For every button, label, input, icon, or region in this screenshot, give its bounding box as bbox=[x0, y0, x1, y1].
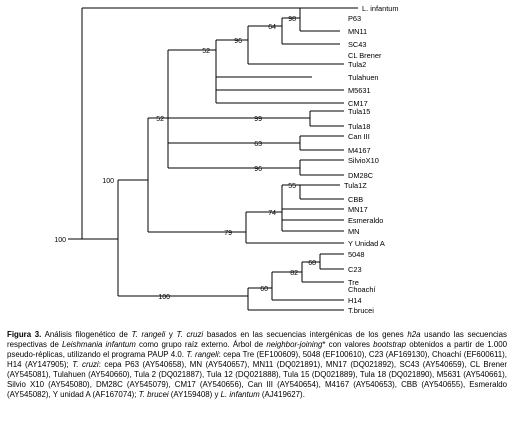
phylogenetic-tree: L. infantum P63 MN11 SC43 CL Brener Tula… bbox=[54, 4, 399, 315]
caption-text: : cepa Tre (EF100609), 5048 (EF100610), … bbox=[7, 350, 507, 369]
taxon-label: Tre bbox=[348, 278, 359, 287]
caption-text: usando las secuencias respectivas de bbox=[7, 330, 507, 349]
taxon-label: MN bbox=[348, 227, 360, 236]
bootstrap-value: 99 bbox=[254, 116, 262, 123]
caption-italic: h2a bbox=[407, 330, 421, 339]
caption-italic: T. rangeli bbox=[186, 350, 219, 359]
bootstrap-value: 60 bbox=[260, 286, 268, 293]
taxon-label: Choachí bbox=[348, 285, 376, 294]
taxon-label: CBB bbox=[348, 195, 363, 204]
bootstrap-value: 96 bbox=[254, 166, 262, 173]
taxon-label: MN11 bbox=[348, 27, 367, 36]
taxon-label: DM28C bbox=[348, 171, 374, 180]
taxon-label: CL Brener bbox=[348, 51, 382, 60]
caption-text: basados en las secuencias intergénicas d… bbox=[203, 330, 408, 339]
caption-text: como grupo raíz externo. Árbol de bbox=[135, 340, 267, 349]
taxon-label: SilvioX10 bbox=[348, 156, 379, 165]
taxon-label: Tulahuen bbox=[348, 73, 379, 82]
bootstrap-value: 52 bbox=[202, 48, 210, 55]
caption-text: * con valores bbox=[322, 340, 374, 349]
taxon-label: MN17 bbox=[348, 205, 368, 214]
bootstrap-value: 98 bbox=[288, 16, 296, 23]
caption-italic: T. rangeli bbox=[131, 330, 166, 339]
caption-text: (AJ419627). bbox=[259, 390, 305, 399]
taxon-label: T.brucei bbox=[348, 306, 374, 315]
caption-italic: Leishmania infantum bbox=[62, 340, 136, 349]
caption-text: : cepa P63 (AY540658), MN (AY540657), MN… bbox=[7, 360, 508, 399]
taxon-label: L. infantum bbox=[362, 4, 399, 13]
caption-italic: T. brucei bbox=[138, 390, 169, 399]
bootstrap-value: 63 bbox=[254, 141, 262, 148]
taxon-label: H14 bbox=[348, 296, 362, 305]
taxon-label: CM17 bbox=[348, 99, 368, 108]
taxon-label: C23 bbox=[348, 265, 362, 274]
caption-label: Figura 3. bbox=[7, 330, 42, 339]
caption-italic: L. infantum bbox=[220, 390, 260, 399]
taxon-label: Esmeraldo bbox=[348, 216, 383, 225]
taxon-label: Can III bbox=[348, 132, 370, 141]
caption-text: (AY159408) y bbox=[168, 390, 221, 399]
taxon-label: SC43 bbox=[348, 40, 367, 49]
taxon-label: M5631 bbox=[348, 86, 371, 95]
bootstrap-value: 68 bbox=[308, 260, 316, 267]
bootstrap-value: 74 bbox=[268, 210, 276, 217]
tree-branches bbox=[68, 7, 358, 311]
caption-italic: T. cruzi bbox=[72, 360, 99, 369]
bootstrap-value: 64 bbox=[268, 24, 276, 31]
caption-text: Análisis filogenético de bbox=[41, 330, 132, 339]
taxon-label: P63 bbox=[348, 14, 361, 23]
taxon-label: M4167 bbox=[348, 146, 371, 155]
bootstrap-value: 100 bbox=[54, 237, 66, 244]
taxon-label: Tula18 bbox=[348, 122, 370, 131]
caption-italic: neighbor-joining bbox=[266, 340, 323, 349]
bootstrap-value: 100 bbox=[158, 294, 170, 301]
bootstrap-value: 79 bbox=[224, 230, 232, 237]
caption-italic: T. cruzi bbox=[176, 330, 204, 339]
bootstrap-value: 100 bbox=[102, 178, 114, 185]
caption-text: obtenidos a partir de 1.000 pseudo-répli… bbox=[7, 340, 508, 359]
bootstrap-value: 96 bbox=[234, 38, 242, 45]
taxon-label: Tula15 bbox=[348, 107, 370, 116]
bootstrap-values: 100 100 52 52 96 64 98 99 63 96 79 74 55… bbox=[54, 16, 316, 301]
taxon-label: 5048 bbox=[348, 250, 364, 259]
taxon-label: Y Unidad A bbox=[348, 239, 385, 248]
figure-caption: Figura 3. Análisis filogenético de T. ra… bbox=[7, 330, 507, 400]
caption-italic: bootstrap bbox=[373, 340, 407, 349]
taxon-label: Tula1Z bbox=[344, 181, 367, 190]
taxon-label: Tula2 bbox=[348, 60, 366, 69]
taxon-labels: L. infantum P63 MN11 SC43 CL Brener Tula… bbox=[344, 4, 399, 315]
caption-text: y bbox=[165, 330, 177, 339]
bootstrap-value: 82 bbox=[290, 270, 298, 277]
bootstrap-value: 55 bbox=[288, 183, 296, 190]
bootstrap-value: 52 bbox=[156, 116, 164, 123]
